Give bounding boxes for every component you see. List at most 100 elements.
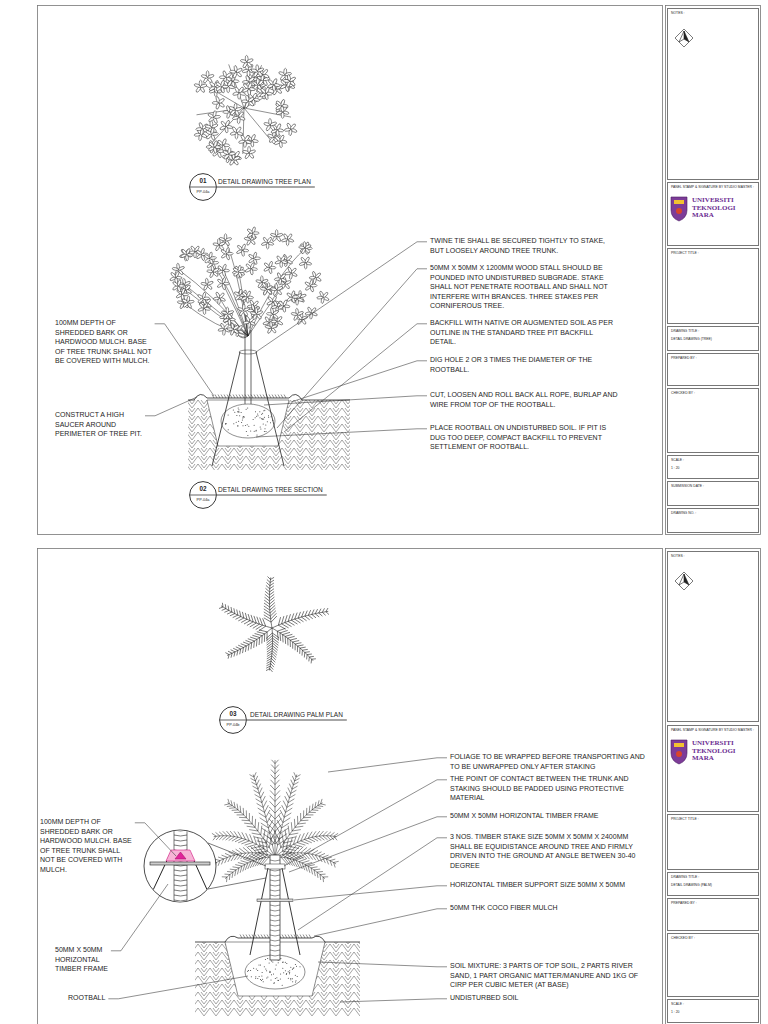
timber-support: [257, 899, 293, 902]
leaflet: [227, 831, 231, 836]
callout-number: 03: [219, 710, 247, 718]
crest-dot: [676, 208, 682, 214]
cell-value: DETAIL DRAWING (TREE): [671, 337, 757, 341]
title-block-cell: NOTES :: [667, 551, 759, 722]
leaflet: [234, 608, 235, 613]
leaf-shape: [241, 244, 246, 251]
leaflet: [222, 855, 228, 857]
leaf-shape: [235, 107, 242, 111]
leaflet: [266, 664, 270, 666]
trunk-ring: [174, 900, 187, 901]
leaflet: [319, 831, 323, 836]
title-block-cell: CHECKED BY :: [667, 933, 759, 997]
leaflet: [296, 775, 301, 778]
soil-dot: [260, 979, 261, 980]
soil-dot: [265, 425, 266, 426]
soil-dot: [267, 421, 268, 422]
soil-dot: [283, 972, 284, 973]
soil-dot: [257, 978, 258, 979]
leaflet: [257, 780, 260, 785]
soil-dot: [278, 980, 279, 981]
soil-dot: [290, 979, 291, 980]
soil-dot: [261, 975, 262, 976]
stake: [256, 352, 284, 466]
leaflet: [303, 810, 304, 817]
leaf-shape: [185, 284, 191, 290]
leaf-shape: [289, 76, 296, 82]
leaflet: [257, 822, 259, 831]
drawing-title: DETAIL DRAWING TREE SECTION: [218, 486, 323, 493]
soil-dot: [288, 978, 289, 979]
label-holder: ROOTBALL: [68, 993, 105, 1003]
leaflet: [275, 785, 280, 790]
leaflet: [244, 823, 252, 825]
leaf-shape: [290, 123, 297, 130]
soil-dot: [278, 980, 279, 981]
mulch-stroke: [272, 395, 274, 399]
soil-dot: [296, 966, 297, 967]
leaflet: [286, 849, 296, 851]
leaflet: [221, 859, 223, 865]
leaflet: [287, 853, 295, 858]
leader-line: [314, 909, 447, 936]
label-holder: 50MM THK COCO FIBER MULCH: [450, 903, 558, 913]
padding-marker: [175, 852, 186, 859]
leaflet: [267, 658, 272, 661]
leaflet: [225, 604, 227, 609]
mulch-stroke: [264, 935, 266, 939]
soil-dot: [263, 981, 264, 982]
text-holder: PP-04b: [219, 723, 247, 728]
leaf-shape: [178, 266, 185, 271]
leaflet: [294, 819, 296, 828]
soil-dot: [260, 417, 261, 418]
text-holder: 01: [189, 177, 217, 185]
title-block-cell: PANEL STAMP & SIGNATURE BY STUDIO MASTER…: [667, 725, 759, 812]
leaflet: [287, 803, 294, 807]
leaflet: [248, 862, 251, 869]
leaf-shape: [276, 233, 283, 237]
cell-heading: NOTES :: [671, 554, 757, 558]
leaf-shape: [322, 292, 328, 298]
title-block-cell: DRAWING TITLE :DETAIL DRAWING (TREE): [667, 326, 759, 351]
leaflet: [315, 852, 321, 855]
leaflet: [300, 813, 301, 821]
leaf-shape: [248, 97, 255, 103]
leaflet: [300, 647, 306, 648]
soil-dot: [289, 970, 290, 971]
frond-midrib: [275, 760, 276, 857]
leaflet: [280, 828, 288, 833]
trunk-edge: [245, 330, 246, 404]
leaflet: [312, 610, 314, 615]
leaf-shape: [239, 270, 246, 273]
trunk-ring: [174, 835, 187, 836]
leaflet: [312, 804, 314, 810]
leaf-shape: [315, 272, 322, 278]
leaflet: [259, 845, 269, 848]
soil-dot: [276, 977, 277, 978]
leaflet: [311, 867, 318, 868]
soil-dot: [268, 417, 269, 418]
leaflet: [243, 642, 249, 644]
leaflet: [334, 863, 336, 868]
crest-outline: [671, 197, 687, 221]
leaflet: [315, 609, 317, 614]
leader-line: [108, 976, 248, 999]
soil-dot: [262, 419, 263, 420]
leaflet: [252, 816, 253, 824]
leaflet: [293, 836, 296, 845]
leaflet: [289, 833, 298, 835]
palm-section: [195, 760, 360, 1016]
trunk-ring: [270, 890, 280, 891]
soil-dot: [264, 966, 265, 967]
leaflet: [311, 868, 313, 875]
annotation-note: UNDISTURBED SOIL: [450, 993, 518, 1003]
soil-dot: [255, 978, 256, 979]
soil-dot: [267, 958, 268, 959]
leaflet: [326, 612, 329, 615]
soil-dot: [262, 419, 263, 420]
cell-value: DETAIL DRAWING (PALM): [671, 883, 757, 887]
leaflet: [257, 841, 267, 843]
timber-frame: [150, 862, 210, 865]
leaf-shape: [305, 244, 312, 249]
leaflet: [222, 876, 227, 877]
